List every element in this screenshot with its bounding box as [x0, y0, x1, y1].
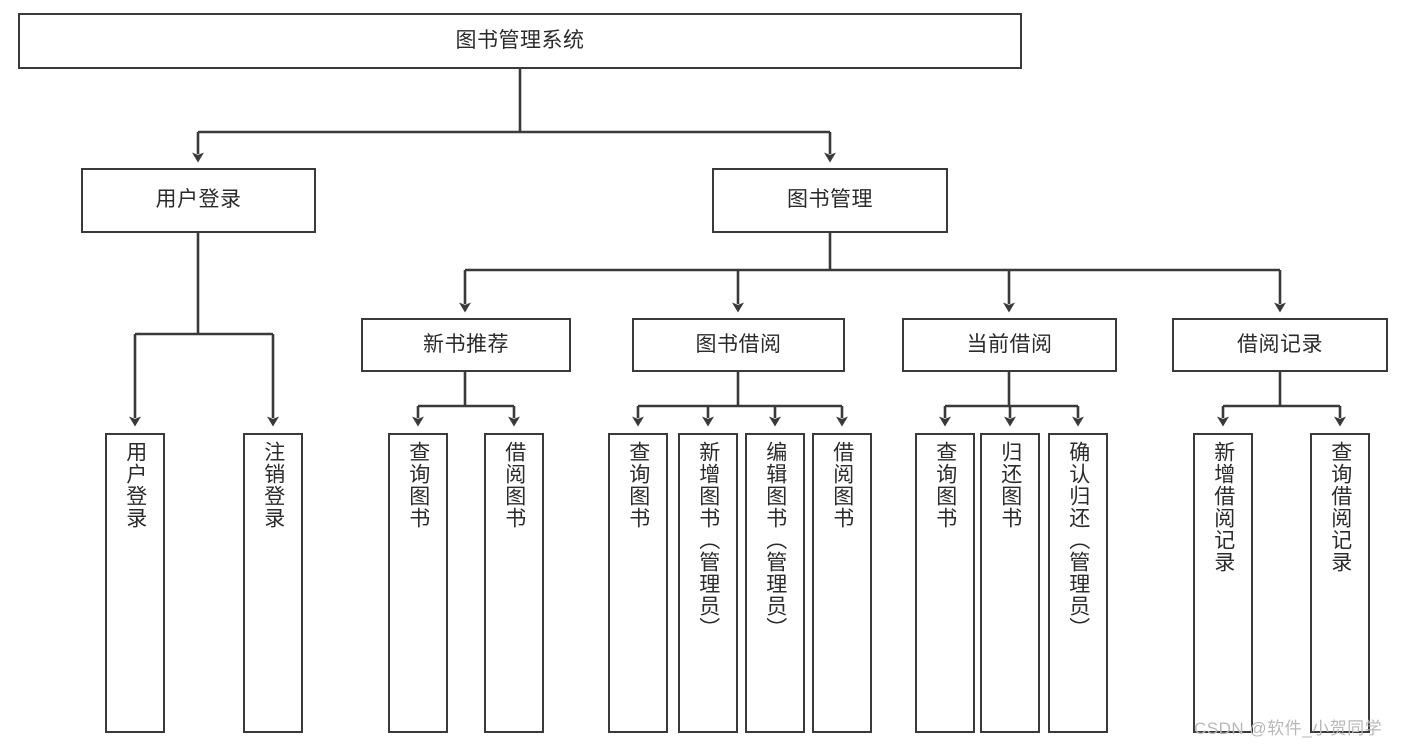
node-label: 图书借阅	[695, 332, 782, 356]
node-new-book-recommend[interactable]: 新书推荐	[361, 318, 571, 372]
leaf-borrow-query-book[interactable]: 查询图书	[608, 433, 668, 733]
node-label: 借阅图书	[830, 441, 854, 529]
node-label: 新增图书（管理员）	[696, 441, 720, 639]
leaf-recommend-query-book[interactable]: 查询图书	[388, 433, 448, 733]
node-label: 确认归还（管理员）	[1066, 441, 1090, 639]
node-label: 图书管理系统	[455, 28, 585, 52]
leaf-borrow-borrow-book[interactable]: 借阅图书	[812, 433, 872, 733]
csdn-watermark: CSDN @软件_小贺同学	[1194, 719, 1383, 738]
node-label: 新书推荐	[423, 332, 509, 356]
node-label: 查询图书	[406, 441, 430, 529]
node-label: 当前借阅	[966, 332, 1053, 356]
node-label: 查询图书	[933, 441, 957, 529]
node-label: 用户登录	[123, 441, 147, 529]
node-current-borrow[interactable]: 当前借阅	[902, 318, 1117, 372]
node-label: 编辑图书（管理员）	[763, 441, 787, 639]
leaf-user-logout[interactable]: 注销登录	[243, 433, 303, 733]
node-label: 用户登录	[155, 188, 242, 212]
node-label: 归还图书	[998, 441, 1022, 529]
node-label: 注销登录	[261, 441, 285, 529]
node-label: 查询图书	[626, 441, 650, 529]
node-book-management[interactable]: 图书管理	[712, 168, 948, 233]
leaf-record-query-record[interactable]: 查询借阅记录	[1310, 433, 1370, 733]
node-user-login[interactable]: 用户登录	[81, 168, 316, 233]
node-book-borrow[interactable]: 图书借阅	[632, 318, 845, 372]
node-label: 借阅图书	[502, 441, 526, 529]
leaf-borrow-edit-book-admin[interactable]: 编辑图书（管理员）	[745, 433, 805, 733]
leaf-current-return-book[interactable]: 归还图书	[980, 433, 1040, 733]
leaf-current-confirm-return-admin[interactable]: 确认归还（管理员）	[1048, 433, 1108, 733]
node-label: 借阅记录	[1237, 332, 1323, 356]
node-label: 查询借阅记录	[1328, 441, 1352, 573]
leaf-record-add-record[interactable]: 新增借阅记录	[1193, 433, 1253, 733]
leaf-user-login[interactable]: 用户登录	[105, 433, 165, 733]
leaf-current-query-book[interactable]: 查询图书	[915, 433, 975, 733]
node-label: 图书管理	[787, 188, 873, 212]
leaf-borrow-add-book-admin[interactable]: 新增图书（管理员）	[678, 433, 738, 733]
node-borrow-record[interactable]: 借阅记录	[1172, 318, 1388, 372]
leaf-recommend-borrow-book[interactable]: 借阅图书	[484, 433, 544, 733]
node-root-system[interactable]: 图书管理系统	[18, 13, 1022, 69]
node-label: 新增借阅记录	[1211, 441, 1235, 573]
